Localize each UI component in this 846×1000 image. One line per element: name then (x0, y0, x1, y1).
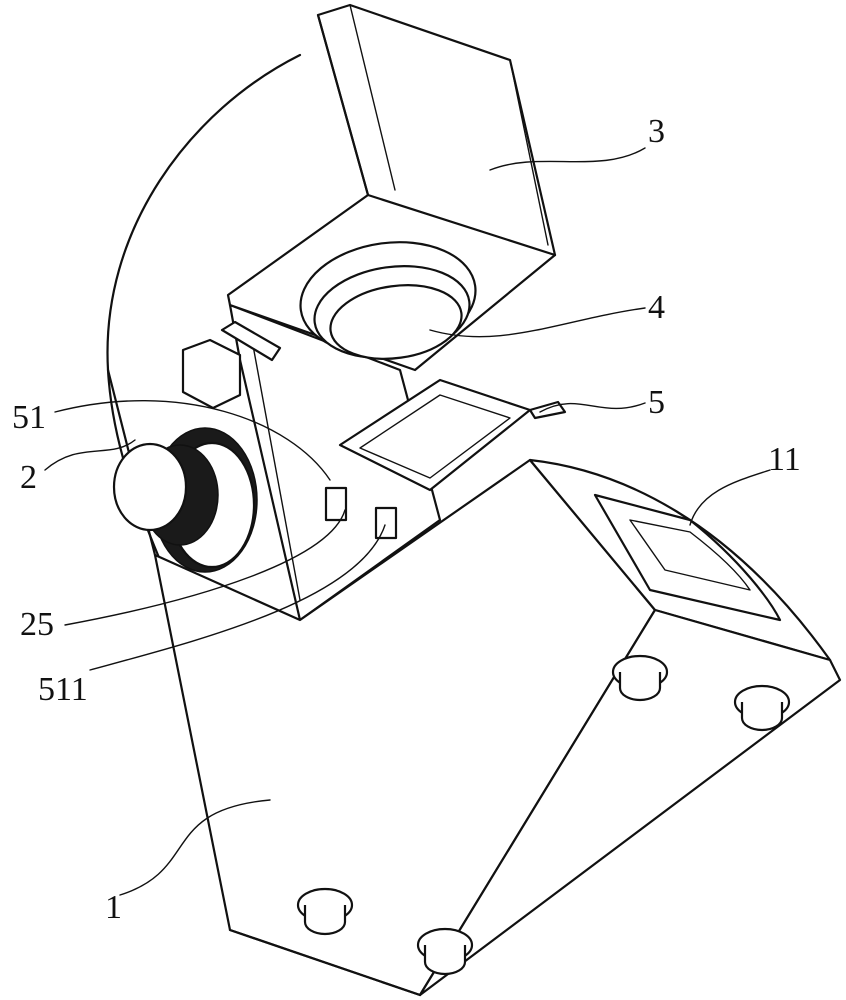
leader-4 (429, 307, 646, 338)
leader-511 (89, 524, 386, 671)
label-3: 3 (648, 113, 665, 150)
leader-3 (489, 147, 646, 171)
foot-3 (296, 887, 354, 936)
side-pin (220, 320, 282, 362)
top-housing-bevel (349, 4, 549, 246)
leader-1 (119, 799, 271, 896)
label-2: 2 (20, 459, 37, 496)
lens-inner (329, 284, 463, 360)
base-bottom-edge (228, 928, 422, 997)
leader-5 (539, 402, 646, 413)
sensor-right (374, 506, 398, 540)
sensor-left (324, 486, 348, 522)
label-4: 4 (648, 289, 665, 326)
foot-2 (733, 684, 791, 732)
top-housing-ridge (316, 13, 557, 257)
leader-25 (64, 509, 346, 626)
column-inner-edge (251, 339, 301, 601)
slide-tray-inner (359, 394, 511, 479)
display-panel (593, 493, 782, 622)
label-51: 51 (12, 399, 46, 436)
foot-4 (416, 927, 474, 976)
side-block (181, 338, 242, 410)
label-1: 1 (105, 889, 122, 926)
leader-51 (54, 400, 331, 481)
display-screen (629, 519, 751, 591)
foot-1 (611, 654, 669, 702)
label-25: 25 (20, 606, 54, 643)
label-511: 511 (38, 671, 88, 708)
label-5: 5 (648, 384, 665, 421)
knob-cap (112, 442, 188, 532)
leader-11 (689, 469, 771, 526)
leader-2 (44, 439, 136, 471)
label-11: 11 (768, 441, 801, 478)
